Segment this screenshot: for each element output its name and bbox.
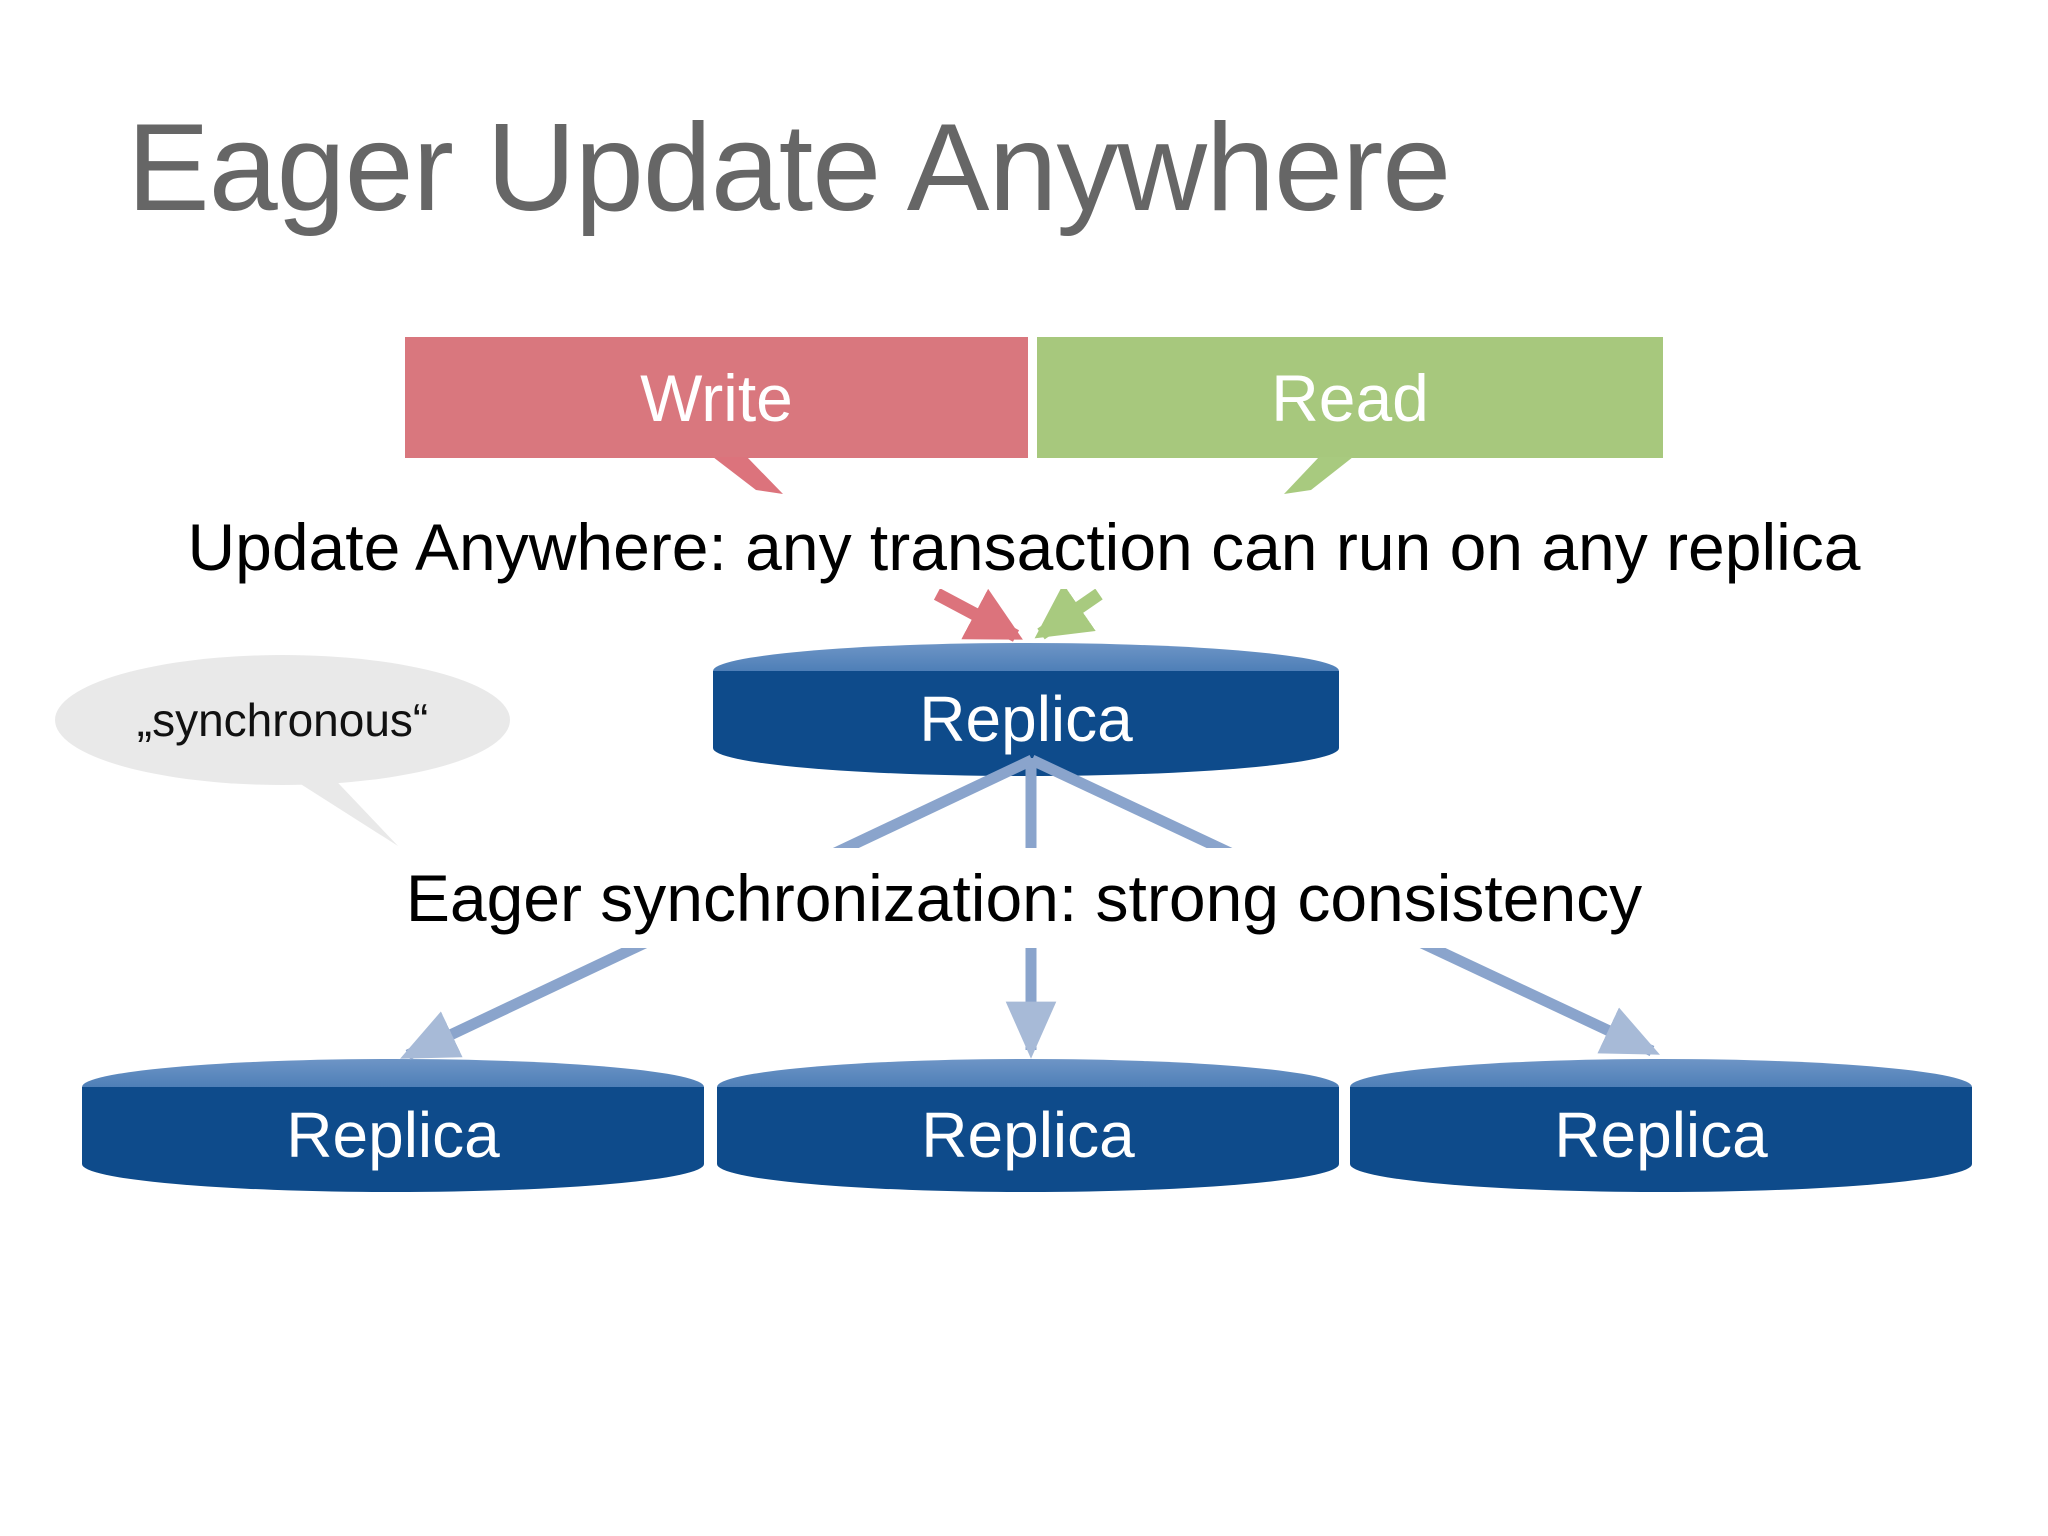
cylinder-body	[1350, 1087, 1972, 1164]
cylinder-body	[82, 1087, 704, 1164]
speech-bubble-text: „synchronous“	[136, 694, 429, 746]
replica-label: Replica	[921, 1099, 1135, 1171]
replica-cylinder-middle: Replica	[717, 1059, 1339, 1192]
caption-update-anywhere: Update Anywhere: any transaction can run…	[0, 505, 2048, 589]
speech-bubble: „synchronous“	[55, 655, 510, 785]
replica-label: Replica	[919, 683, 1133, 755]
speech-bubble-tail-icon	[288, 766, 398, 846]
replica-label: Replica	[1554, 1099, 1768, 1171]
read-arrow-icon	[1034, 583, 1103, 640]
cylinder-body	[717, 1087, 1339, 1164]
cylinder-body	[713, 671, 1339, 748]
page-title: Eager Update Anywhere	[127, 99, 1451, 237]
read-box: Read	[1037, 337, 1663, 458]
write-arrow-icon	[933, 588, 1023, 642]
write-label: Write	[640, 360, 793, 435]
replica-label: Replica	[286, 1099, 500, 1171]
write-callout-tail-icon	[713, 457, 783, 494]
replica-cylinder-right: Replica	[1350, 1059, 1972, 1192]
caption-eager-sync: Eager synchronization: strong consistenc…	[0, 848, 2048, 948]
write-box: Write	[405, 337, 1028, 458]
read-callout-tail-icon	[1284, 457, 1353, 494]
read-label: Read	[1271, 360, 1429, 435]
replica-cylinder-left: Replica	[82, 1059, 704, 1192]
